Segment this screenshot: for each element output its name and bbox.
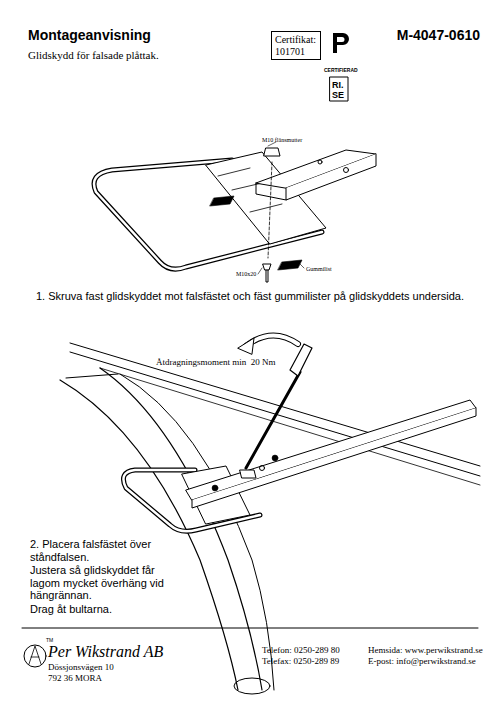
part-name: M10x20 [236,271,256,278]
doc-number: M-4047-0610 [360,27,480,43]
subtitle: Glidskydd för falsade plåttak. [28,49,159,62]
logo-text: SE [332,90,344,100]
contact: Telefon: 0250-289 80 [262,645,340,655]
part-name: Gummilist [306,266,332,273]
address: Dössjonsvägen 10 [48,662,114,672]
certificate-text: Certifikat: 101701 [275,34,317,57]
cert-text: CERTIFIERAD [324,68,356,74]
figure-1 [94,142,376,282]
page-title: Montageanvisning [28,27,151,43]
contact: Hemsida: www.perwikstrand.se [368,645,483,655]
certificate-box: Certifikat: 101701 [271,31,321,60]
torque-note: Åtdragningsmoment min 20 Nm [156,357,276,367]
step-text: Drag åt bultarna. [30,603,170,616]
address: 792 36 MORA [48,673,102,683]
contact: Telefax: 0250-289 89 [262,656,339,666]
step-text: Justera så glidskyddet får lagom mycket … [30,564,170,602]
company-name: Per Wikstrand AB [48,643,163,661]
cert-logo [330,33,349,101]
part-name: M10 flänsmutter [262,137,302,144]
step-text: 2. Placera falsfästet över ståndfalsen. [30,538,170,563]
figure-2 [60,335,480,694]
step-text: 1. Skruva fast glidskyddet mot falsfäste… [36,290,486,303]
contact: E-post: info@perwikstrand.se [368,656,476,666]
logo-text: RI. [332,80,344,90]
trademark: TM [46,638,53,644]
